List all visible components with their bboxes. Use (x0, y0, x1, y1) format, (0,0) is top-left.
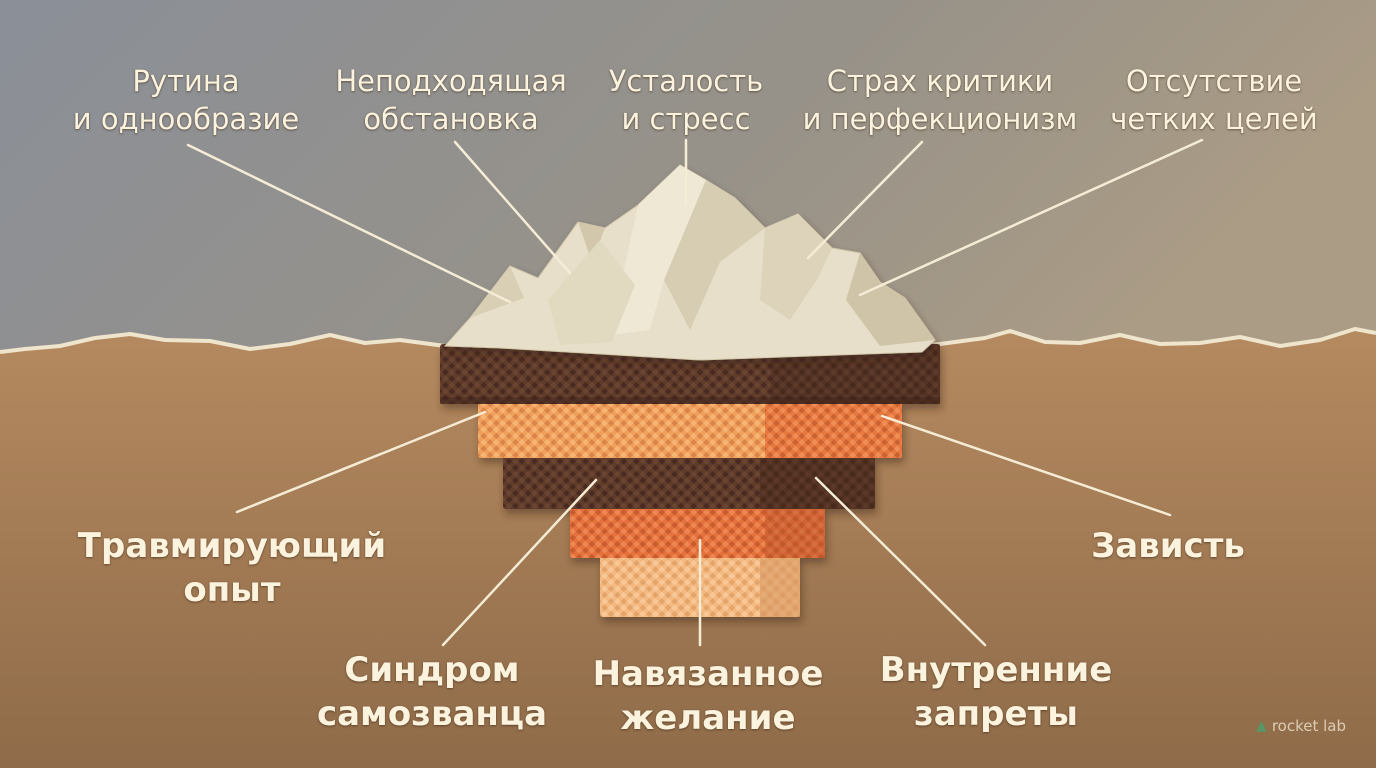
leader-line-impostor (441, 478, 598, 647)
leader-line-goals (858, 138, 1204, 297)
iceberg-tip (443, 164, 936, 361)
wafer-layer-orange (478, 400, 902, 458)
leader-line-routine (186, 143, 512, 304)
label-impostor-syndrome: Синдром самозванца (316, 650, 548, 734)
label-imposed-desire: Навязанное желание (592, 654, 824, 738)
leader-line-envy (880, 414, 1172, 517)
brand-watermark: ▲ rocket lab (1256, 717, 1346, 735)
rocket-icon: ▲ (1256, 718, 1267, 734)
label-no-clear-goals: Отсутствие четких целей (1110, 64, 1318, 136)
label-internal-prohibitions: Внутренние запреты (879, 650, 1113, 734)
label-routine: Рутина и однообразие (72, 64, 300, 136)
label-fatigue-stress: Усталость и стресс (608, 64, 764, 136)
wafer-layer-dark-lower (503, 455, 875, 509)
leader-line-environment (453, 140, 572, 275)
label-envy: Зависть (1091, 526, 1245, 566)
label-unsuitable-environment: Неподходящая обстановка (335, 64, 567, 136)
label-traumatic-experience: Травмирующий опыт (77, 526, 387, 610)
leader-line-criticism (806, 140, 924, 260)
leader-line-trauma (235, 410, 487, 514)
leader-lines (186, 138, 1204, 647)
wafer-stack (440, 344, 940, 617)
label-fear-of-criticism: Страх критики и перфекционизм (802, 64, 1078, 136)
wafer-layer-red (570, 506, 825, 558)
leader-line-prohibitions (814, 476, 987, 647)
brand-text: rocket lab (1271, 717, 1346, 735)
